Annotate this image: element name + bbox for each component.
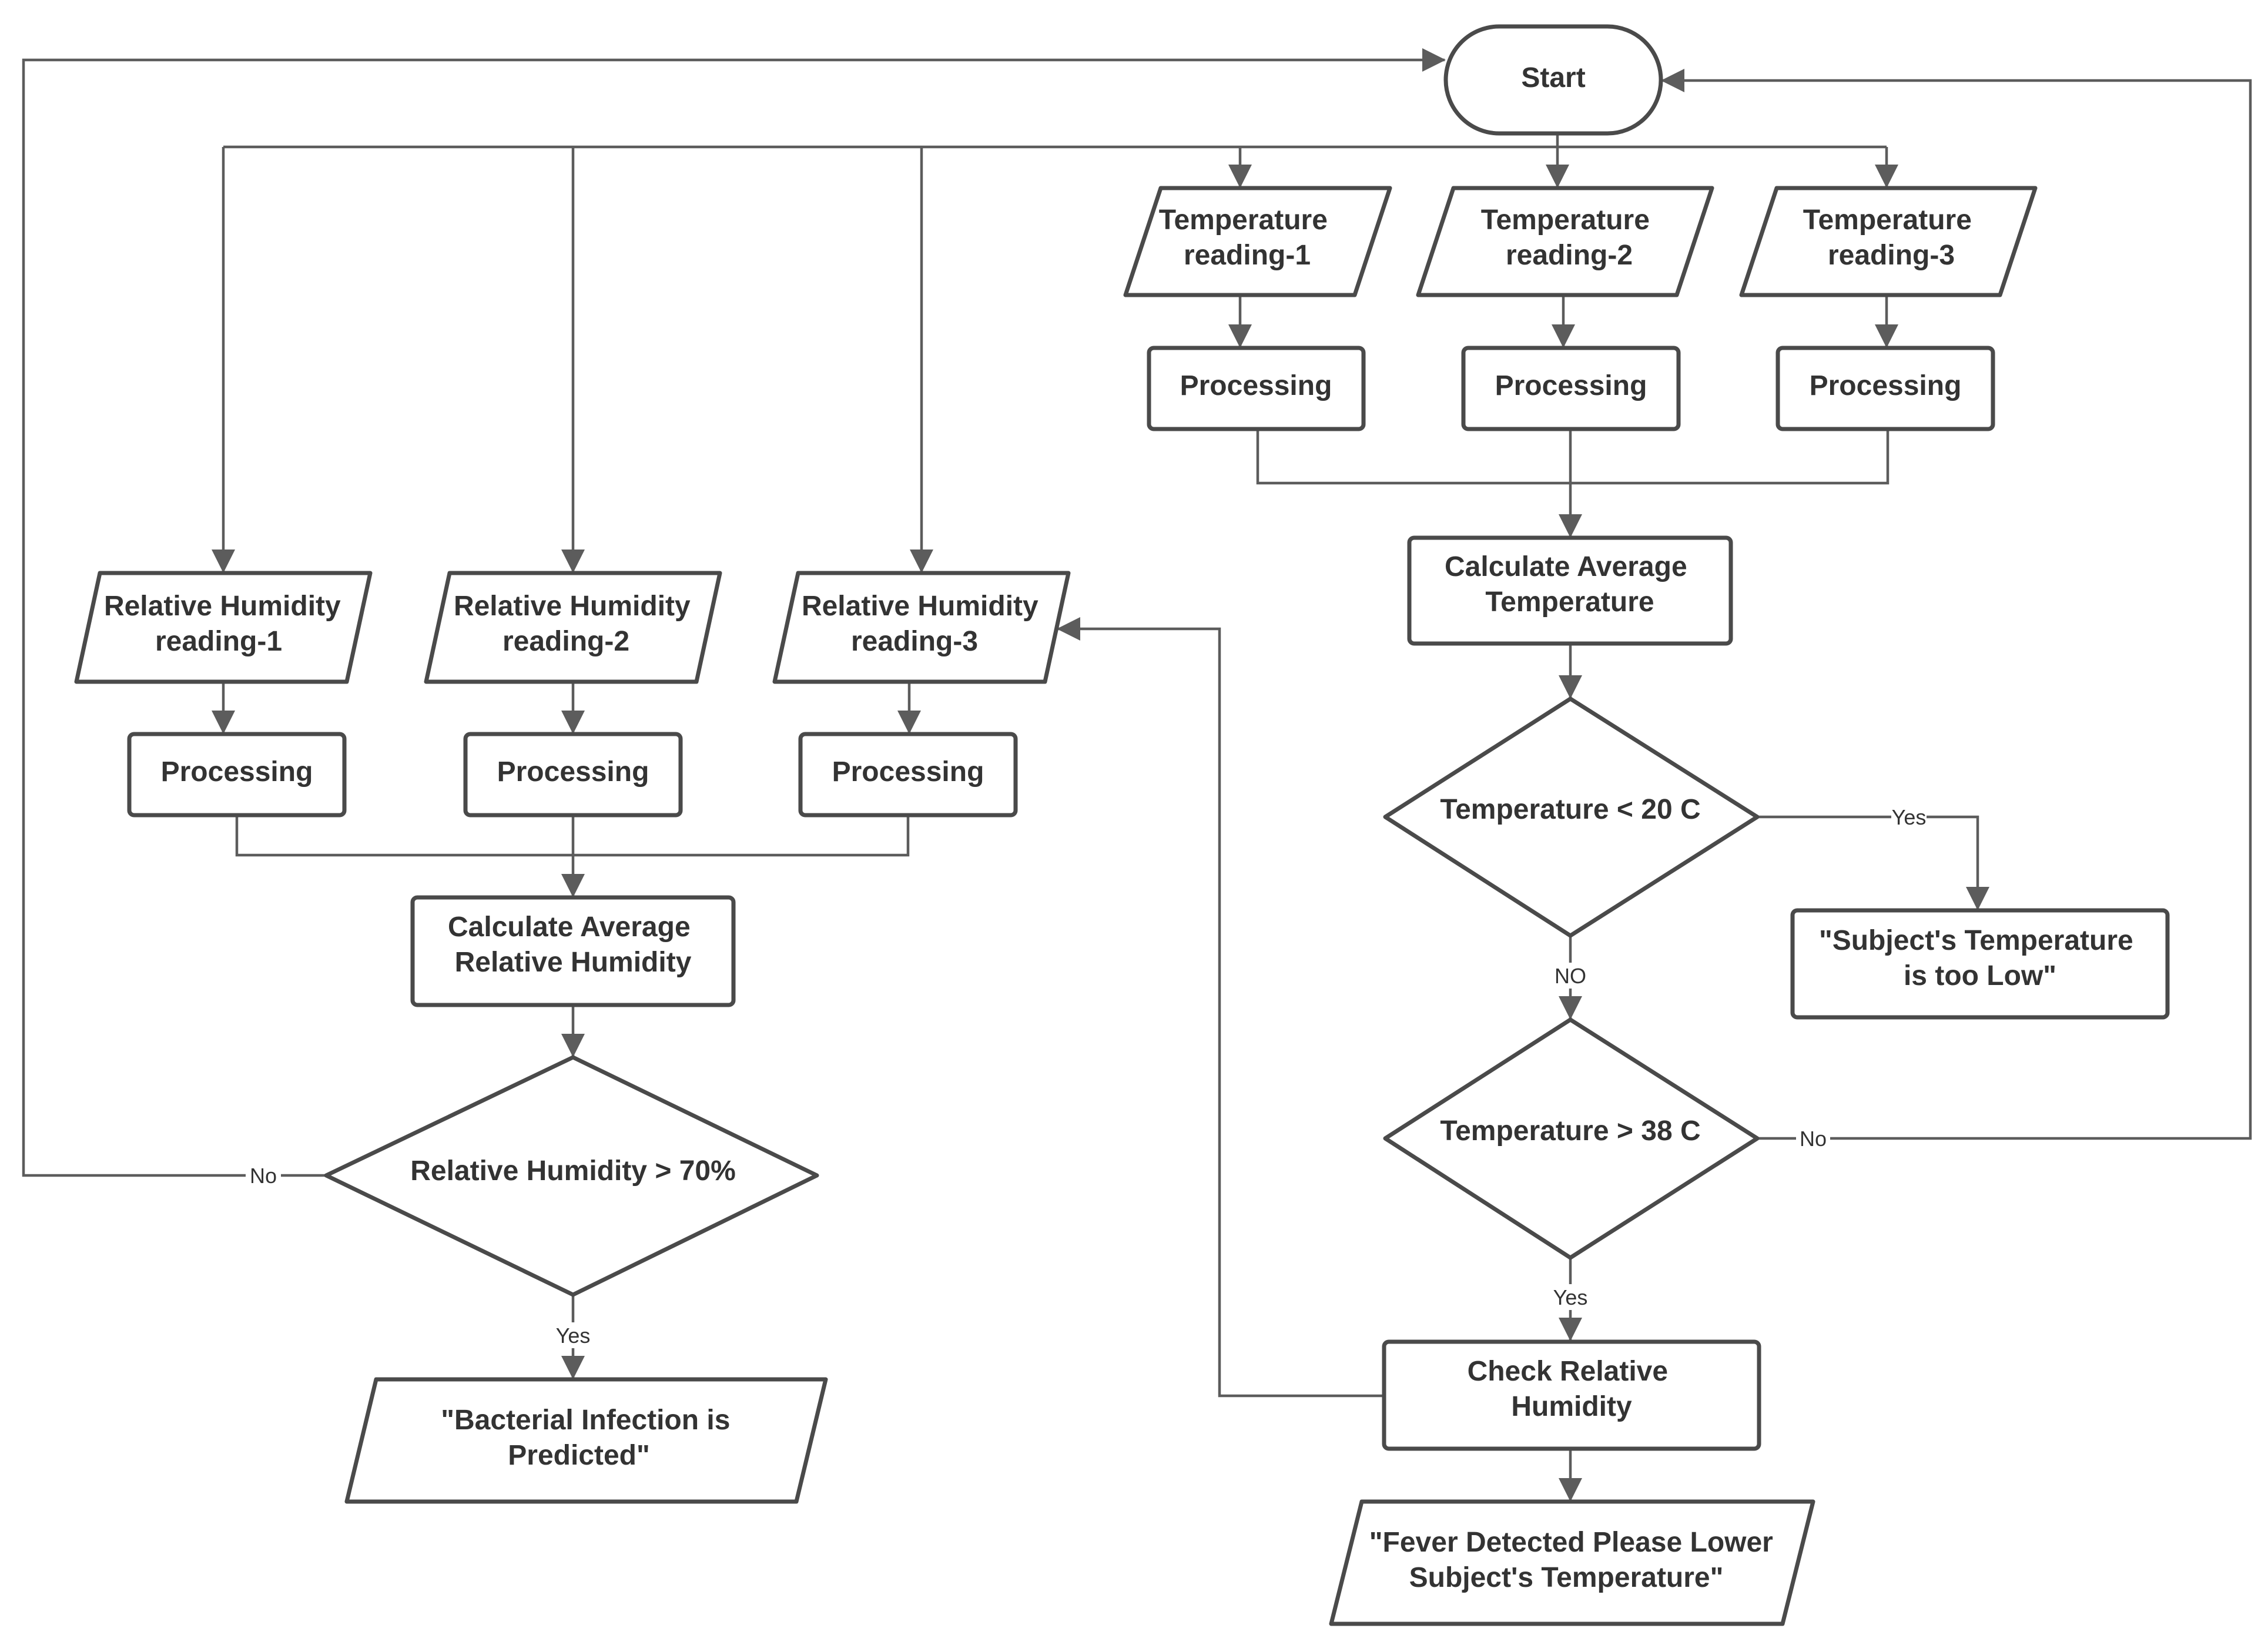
svg-text:Calculate Average Temper: Calculate Average Temperature — [1445, 551, 1695, 618]
relative-humidity-reading-3: Relative Humidity reading-3 — [772, 571, 1071, 684]
templow-line2: is too Low" — [1904, 960, 2056, 991]
temp3-line1: Temperature — [1803, 205, 1972, 236]
avgrh-line2: Relative Humidity — [455, 947, 692, 978]
bacterial-line1: "Bacterial Infection is — [441, 1405, 730, 1436]
svg-text:Relative Humidity readin: Relative Humidity reading-3 — [802, 591, 1046, 657]
bacterial-line2: Predicted" — [508, 1440, 650, 1471]
temperature-reading-1: Temperature reading-1 — [1123, 186, 1392, 297]
temperature-high-decision: Temperature > 38 C — [1383, 1017, 1760, 1260]
start-label: Start — [1521, 62, 1585, 93]
avgtemp-line1: Calculate Average — [1445, 551, 1687, 582]
calculate-average-relative-humidity: Calculate Average Relative Humidity — [410, 895, 736, 1007]
relative-humidity-reading-2: Relative Humidity reading-2 — [424, 571, 722, 684]
rh-processing-1: Processing — [127, 732, 347, 818]
temperature-processing-3: Processing — [1775, 346, 1995, 431]
tproc2-label: Processing — [1495, 370, 1647, 401]
calculate-average-temperature: Calculate Average Temperature — [1407, 535, 1733, 646]
edge-label-low-no: NO — [1555, 964, 1586, 988]
svg-text:"Bacterial Infection is: "Bacterial Infection is Predicted" — [441, 1405, 738, 1471]
rproc3-label: Processing — [832, 756, 984, 788]
svg-text:Calculate Average Relati: Calculate Average Relative Humidity — [448, 912, 698, 978]
connectors — [22, 48, 2252, 1502]
fever-line2: Subject's Temperature" — [1409, 1562, 1724, 1593]
rh2-line2: reading-2 — [502, 626, 629, 657]
fever-detected-output: "Fever Detected Please Lower Subject's T… — [1329, 1499, 1815, 1626]
bacterial-infection-output: "Bacterial Infection is Predicted" — [344, 1377, 828, 1504]
svg-text:Temperature reading-1: Temperature reading-1 — [1159, 205, 1336, 271]
edge-highcheck-no — [1661, 69, 2252, 1140]
temp1-line2: reading-1 — [1184, 240, 1311, 271]
fever-line1: "Fever Detected Please Lower — [1369, 1527, 1773, 1558]
rproc1-label: Processing — [161, 756, 313, 788]
rh3-line1: Relative Humidity — [802, 591, 1038, 622]
edge-labels: Yes NO No Yes No Yes — [246, 804, 1927, 1348]
rh2-line1: Relative Humidity — [454, 591, 691, 622]
templow-line1: "Subject's Temperature — [1819, 925, 2133, 956]
svg-text:"Fever Detected Please Lower: "Fever Detected Please Lower Subject's T… — [1369, 1527, 1781, 1593]
edge-lowcheck-yes — [1757, 815, 1989, 910]
temperature-processing-2: Processing — [1461, 346, 1681, 431]
temp-low-check-label: Temperature < 20 C — [1440, 794, 1700, 825]
edge-checkrh-rh3 — [1057, 617, 1383, 1398]
temperature-processing-1: Processing — [1147, 346, 1366, 431]
relative-humidity-reading-1: Relative Humidity reading-1 — [74, 571, 373, 684]
temp2-line2: reading-2 — [1506, 240, 1633, 271]
edge-label-rh-yes: Yes — [556, 1324, 591, 1348]
rh1-line1: Relative Humidity — [104, 591, 341, 622]
svg-text:Relative Humidity readin: Relative Humidity reading-2 — [454, 591, 698, 657]
temp3-line2: reading-3 — [1828, 240, 1955, 271]
rh-check-label: Relative Humidity > 70% — [410, 1155, 736, 1187]
rh-processing-3: Processing — [798, 732, 1018, 818]
start-node: Start — [1443, 24, 1663, 136]
edge-rhcheck-no — [22, 48, 1446, 1177]
edge-tproc-merge — [1256, 429, 1890, 485]
svg-text:Temperature reading-3: Temperature reading-3 — [1803, 205, 1980, 271]
temperature-too-low-output: "Subject's Temperature is too Low" — [1790, 908, 2170, 1020]
edge-label-low-yes: Yes — [1892, 805, 1927, 829]
tproc3-label: Processing — [1810, 370, 1962, 401]
relative-humidity-decision: Relative Humidity > 70% — [324, 1055, 819, 1297]
svg-text:Temperature reading-2: Temperature reading-2 — [1481, 205, 1658, 271]
temp1-line1: Temperature — [1159, 205, 1328, 236]
rh1-line2: reading-1 — [155, 626, 282, 657]
rh-processing-2: Processing — [463, 732, 683, 818]
avgtemp-line2: Temperature — [1485, 587, 1654, 618]
rproc2-label: Processing — [497, 756, 649, 788]
temperature-low-decision: Temperature < 20 C — [1383, 696, 1760, 938]
edge-label-high-yes: Yes — [1553, 1285, 1588, 1309]
rh3-line2: reading-3 — [851, 626, 978, 657]
temp-high-check-label: Temperature > 38 C — [1440, 1115, 1700, 1147]
checkrh-line1: Check Relative — [1468, 1356, 1669, 1387]
checkrh-line2: Humidity — [1511, 1391, 1632, 1422]
svg-text:"Subject's Temperature i: "Subject's Temperature is too Low" — [1819, 925, 2141, 991]
svg-text:Check Relative Humidity: Check Relative Humidity — [1468, 1356, 1676, 1422]
avgrh-line1: Calculate Average — [448, 912, 691, 943]
edge-label-high-no: No — [1800, 1127, 1827, 1151]
temp2-line1: Temperature — [1481, 205, 1650, 236]
temperature-reading-3: Temperature reading-3 — [1739, 186, 2038, 297]
tproc1-label: Processing — [1180, 370, 1332, 401]
svg-text:Relative Humidity readin: Relative Humidity reading-1 — [104, 591, 349, 657]
temperature-reading-2: Temperature reading-2 — [1416, 186, 1714, 297]
edge-label-rh-no: No — [250, 1164, 277, 1188]
check-relative-humidity: Check Relative Humidity — [1382, 1339, 1761, 1451]
